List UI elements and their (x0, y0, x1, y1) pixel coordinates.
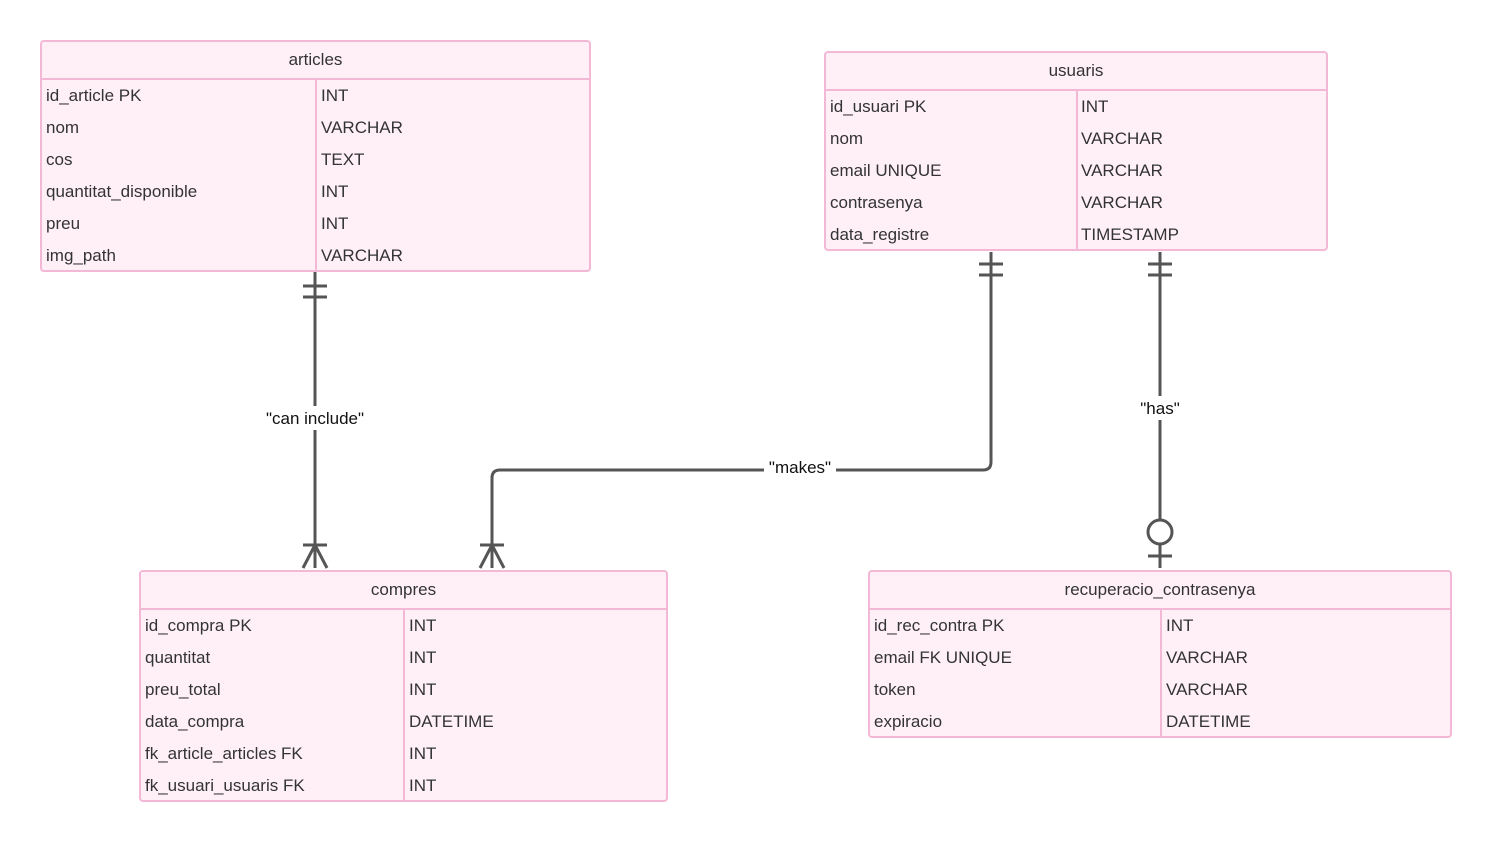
column-type: INT (1081, 97, 1109, 116)
column-name: email UNIQUE (830, 161, 942, 180)
column-type: VARCHAR (1166, 648, 1248, 667)
column-divider (1160, 610, 1162, 736)
column-type: VARCHAR (1081, 161, 1163, 180)
label-bg-makes (764, 456, 836, 480)
table-row: data_compra DATETIME (141, 706, 666, 738)
table-row: id_article PK INT (42, 80, 589, 112)
connector-makes-crow-left (478, 544, 494, 569)
entity-recuperacio-contrasenya[interactable]: recuperacio_contrasenya id_rec_contra PK… (868, 570, 1452, 738)
column-name: expiracio (874, 712, 943, 731)
label-bg-has (1134, 396, 1186, 420)
column-name: preu_total (145, 680, 221, 699)
entity-title: compres (141, 572, 666, 610)
column-type: INT (321, 86, 349, 105)
column-name: quantitat_disponible (46, 182, 198, 201)
column-name: id_rec_contra PK (874, 616, 1005, 635)
table-row: quantitat_disponible INT (42, 176, 589, 208)
column-name: preu (46, 214, 81, 233)
table-row: id_rec_contra PK INT (870, 610, 1450, 642)
table-row: id_compra PK INT (141, 610, 666, 642)
relationship-label-has: "has" (1140, 399, 1179, 418)
column-type: INT (409, 776, 437, 795)
column-type: VARCHAR (1166, 680, 1248, 699)
column-name: nom (46, 118, 80, 137)
table-row: id_usuari PK INT (826, 91, 1326, 123)
column-name: id_article PK (46, 86, 142, 105)
column-type: VARCHAR (321, 246, 403, 265)
column-type: INT (321, 214, 349, 233)
column-name: quantitat (145, 648, 211, 667)
connector-has-zero-circle (1146, 518, 1174, 546)
column-type: DATETIME (409, 712, 494, 731)
column-type: VARCHAR (1081, 129, 1163, 148)
column-name: img_path (46, 246, 116, 265)
column-name: token (874, 680, 916, 699)
table-row: nom VARCHAR (826, 123, 1326, 155)
table-row: img_path VARCHAR (42, 240, 589, 270)
column-type: INT (409, 744, 437, 763)
relationship-label-makes: "makes" (769, 458, 831, 477)
column-name: id_compra PK (145, 616, 252, 635)
table-row: preu INT (42, 208, 589, 240)
column-type: TEXT (321, 150, 365, 169)
column-name: data_registre (830, 225, 930, 244)
table-row: preu_total INT (141, 674, 666, 706)
column-name: cos (46, 150, 73, 169)
column-name: email FK UNIQUE (874, 648, 1012, 667)
table-row: fk_usuari_usuaris FK INT (141, 770, 666, 800)
label-bg-can-include (258, 406, 372, 430)
connector-can-include-crow-left (301, 544, 317, 569)
table-row: nom VARCHAR (42, 112, 589, 144)
entity-title: usuaris (826, 53, 1326, 91)
column-type: INT (321, 182, 349, 201)
column-type: INT (409, 616, 437, 635)
column-name: nom (830, 129, 864, 148)
table-row: fk_article_articles FK INT (141, 738, 666, 770)
relationship-label-can-include: "can include" (266, 409, 364, 428)
column-type: TIMESTAMP (1081, 225, 1179, 244)
entity-title: articles (42, 42, 589, 80)
column-type: INT (1166, 616, 1194, 635)
table-row: email UNIQUE VARCHAR (826, 155, 1326, 187)
column-type: INT (409, 680, 437, 699)
column-name: contrasenya (830, 193, 923, 212)
entity-columns: id_rec_contra PK INT email FK UNIQUE VARCH… (870, 610, 1450, 736)
table-row: expiracio DATETIME (870, 706, 1450, 736)
column-name: id_usuari PK (830, 97, 927, 116)
table-row: cos TEXT (42, 144, 589, 176)
column-name: fk_article_articles FK (145, 744, 303, 763)
column-type: INT (409, 648, 437, 667)
connector-can-include-crow-right (313, 544, 329, 569)
connector-makes-line (490, 252, 993, 568)
table-row: data_registre TIMESTAMP (826, 219, 1326, 249)
table-row: quantitat INT (141, 642, 666, 674)
column-type: VARCHAR (1081, 193, 1163, 212)
column-type: DATETIME (1166, 712, 1251, 731)
column-divider (315, 80, 317, 270)
column-divider (403, 610, 405, 800)
table-row: email FK UNIQUE VARCHAR (870, 642, 1450, 674)
column-name: data_compra (145, 712, 245, 731)
column-divider (1076, 91, 1078, 249)
table-row: contrasenya VARCHAR (826, 187, 1326, 219)
entity-title: recuperacio_contrasenya (870, 572, 1450, 610)
table-row: token VARCHAR (870, 674, 1450, 706)
connector-makes-crow-right (490, 544, 506, 569)
column-name: fk_usuari_usuaris FK (145, 776, 305, 795)
column-type: VARCHAR (321, 118, 403, 137)
